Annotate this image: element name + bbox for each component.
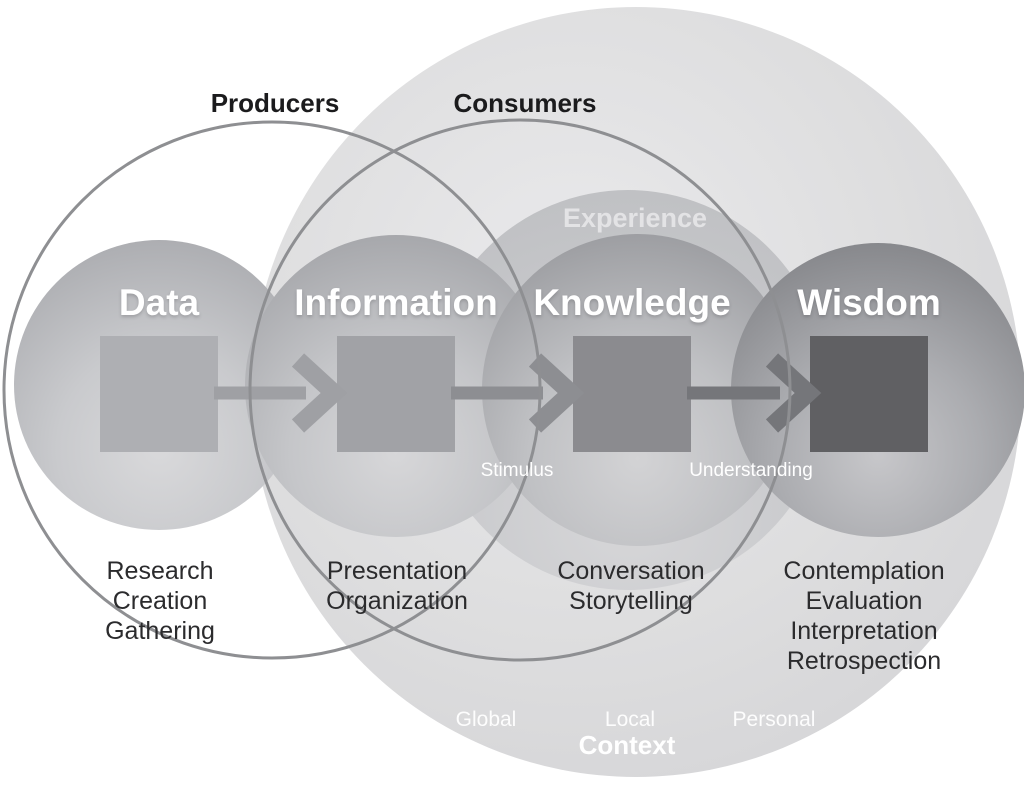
understanding-label: Understanding [689,460,813,481]
knowledge-square [573,336,691,452]
activity-item: Creation [112,587,208,615]
activity-item: Gathering [105,617,215,645]
arrow-information-to-knowledge [451,353,585,433]
knowledge-activities: Conversation Storytelling [557,556,704,616]
activity-item: Research [106,557,214,585]
producers-label: Producers [210,88,340,118]
data-activities: Research Creation Gathering [105,556,215,646]
wisdom-activities: Contemplation Evaluation Interpretation … [783,556,944,676]
scope-personal-label: Personal [732,708,816,731]
information-square [337,336,455,452]
information-activities: Presentation Organization [326,556,468,616]
experience-label: Experience [562,203,708,233]
producers-circle-outline [2,120,542,660]
activity-item: Organization [326,587,468,615]
consumers-label: Consumers [453,88,597,118]
data-label: Data [118,282,200,323]
consumers-circle-outline [248,118,792,662]
wisdom-square [810,336,928,452]
knowledge-label: Knowledge [533,282,731,323]
activity-item: Conversation [557,557,705,585]
data-square [100,336,218,452]
stimulus-label: Stimulus [480,460,554,481]
scope-global-label: Global [455,708,517,731]
activity-item: Retrospection [786,647,942,675]
activity-item: Storytelling [569,587,693,615]
information-label: Information [294,282,498,323]
activity-item: Interpretation [790,617,938,645]
activity-item: Contemplation [783,557,945,585]
scope-local-label: Local [604,708,656,731]
activity-item: Evaluation [805,587,923,615]
wisdom-label: Wisdom [797,282,941,323]
arrow-data-to-information [214,353,348,433]
activity-item: Presentation [326,557,468,585]
arrow-knowledge-to-wisdom [687,353,822,433]
context-label: Context [578,730,676,760]
